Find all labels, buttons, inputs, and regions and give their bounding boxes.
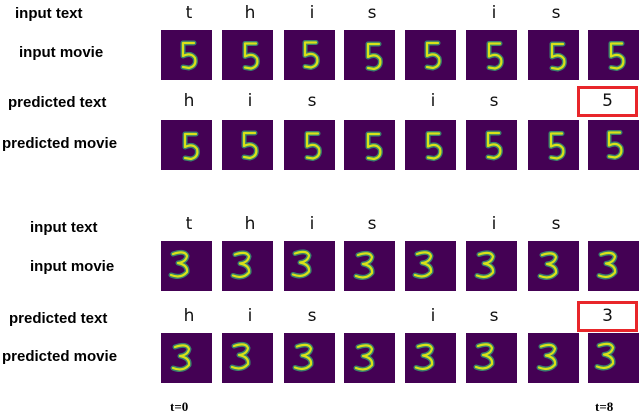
input-movie-frame [344,30,395,80]
digit-image [548,131,566,161]
predicted-token: s [307,306,317,326]
digit-image [536,342,558,372]
digit-image [353,250,375,280]
digit-image [180,40,198,71]
predicted-movie-frame [405,120,456,170]
predicted-movie-frame [405,333,456,383]
digit-image [242,41,260,71]
input-token: i [309,214,315,234]
digit-image [353,342,375,372]
predicted-token: s [307,91,317,111]
input-token: t [185,3,193,23]
row-label-input-text: input text [30,219,98,236]
digit-image [241,130,259,161]
input-movie-frame [344,241,395,291]
input-movie-frame [222,241,273,291]
digit-image [365,131,383,162]
digit-image [596,250,618,280]
highlighted-prediction-box: 5 [577,86,638,117]
input-token: i [491,3,497,23]
predicted-token: i [247,306,253,326]
digit-image [474,250,496,280]
digit-image [486,41,504,71]
input-movie-frame [588,241,639,291]
time-label-start: t=0 [170,399,189,414]
digit-image [424,40,442,71]
digit-image [168,249,190,279]
predicted-movie-frame [466,333,517,383]
predicted-movie-frame [161,120,212,170]
predicted-token: i [430,91,436,111]
predicted-movie-frame [222,120,273,170]
digit-image [473,341,495,371]
predicted-movie-frame [528,120,579,170]
highlighted-prediction-box: 3 [577,301,638,332]
input-movie-frame [284,30,335,80]
digit-image [412,249,434,279]
predicted-movie-frame [222,333,273,383]
row-label-predicted-movie: predicted movie [2,135,118,152]
input-movie-frame [222,30,273,80]
predicted-token: i [430,306,436,326]
input-token: s [367,3,377,23]
digit-image [413,342,435,372]
input-movie-frame [284,241,335,291]
input-movie-frame [161,30,212,80]
input-token: h [244,214,256,234]
digit-image [537,250,559,280]
input-movie-frame [405,241,456,291]
digit-image [608,41,626,71]
predicted-token: h [183,306,195,326]
predicted-movie-frame [344,333,395,383]
digit-image [229,341,251,371]
row-label-input-movie: input movie [30,258,115,275]
digit-image [230,250,252,280]
predicted-movie-frame [528,333,579,383]
predicted-movie-frame [344,120,395,170]
predicted-movie-frame [284,120,335,170]
input-movie-frame [405,30,456,80]
predicted-movie-frame [588,333,639,383]
digit-image [425,131,443,161]
digit-image [606,130,624,160]
input-token: i [491,214,497,234]
predicted-token: s [489,91,499,111]
digit-image [365,41,383,72]
predicted-movie-frame [588,120,639,170]
predicted-token: h [183,91,195,111]
digit-image [290,249,312,279]
digit-image [170,342,192,372]
predicted-movie-frame [466,120,517,170]
digit-image [485,130,503,161]
digit-image [594,341,616,371]
digit-image [549,41,567,72]
digit-image [182,131,200,162]
input-token: s [367,214,377,234]
predicted-token: i [247,91,253,111]
input-token: s [551,3,561,23]
input-token: t [185,214,193,234]
row-label-predicted-text: predicted text [8,94,107,111]
input-movie-frame [161,241,212,291]
input-movie-frame [466,241,517,291]
input-token: h [244,3,256,23]
predicted-movie-frame [161,333,212,383]
time-label-end: t=8 [595,399,614,414]
input-movie-frame [466,30,517,80]
row-label-predicted-text: predicted text [9,310,108,327]
input-token: i [309,3,315,23]
row-label-input-text: input text [15,5,83,22]
digit-image [292,342,314,372]
input-movie-frame [528,30,579,80]
input-movie-frame [528,241,579,291]
row-label-input-movie: input movie [19,44,104,61]
digit-image [304,131,322,161]
input-movie-frame [588,30,639,80]
row-label-predicted-movie: predicted movie [2,348,118,365]
predicted-movie-frame [284,333,335,383]
digit-image [302,40,320,70]
input-token: s [551,214,561,234]
predicted-token: s [489,306,499,326]
